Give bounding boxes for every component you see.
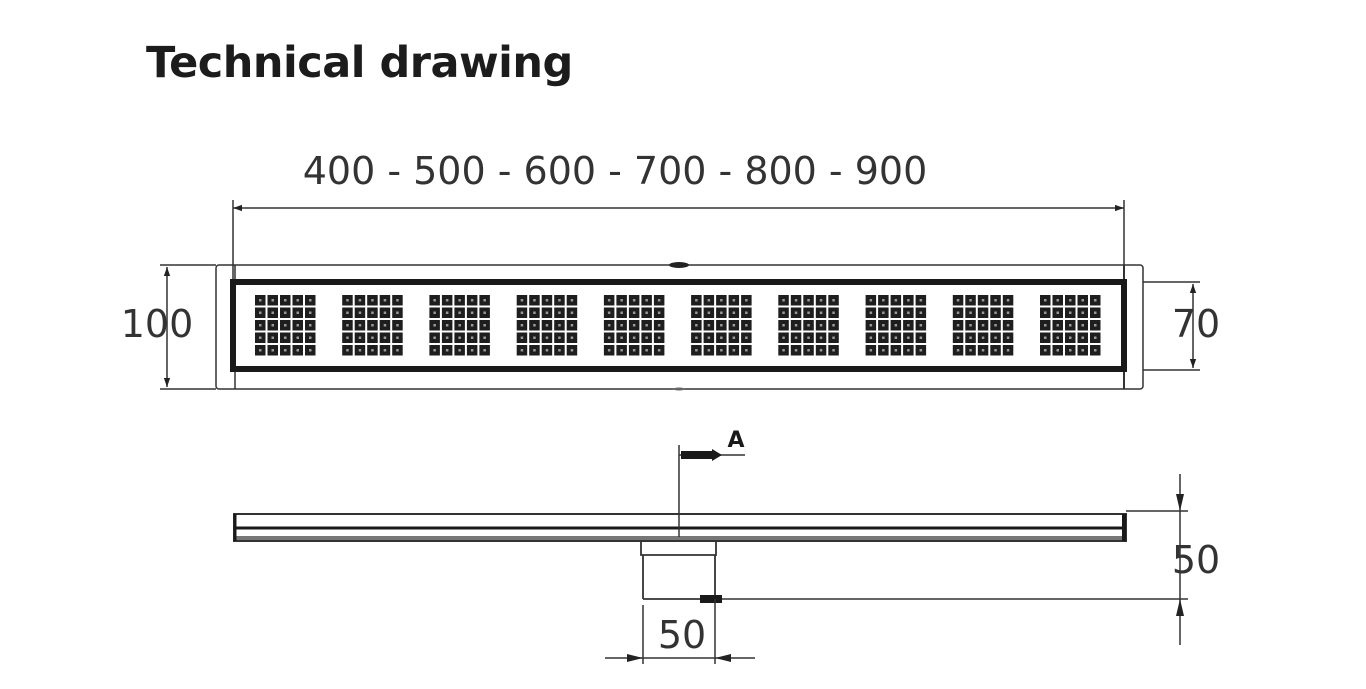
grate-panel bbox=[342, 295, 403, 356]
top-view: 400 - 500 - 600 - 700 - 800 - 900 100 bbox=[121, 149, 1220, 391]
outlet bbox=[640, 541, 717, 600]
side-view: A 50 50 bbox=[233, 428, 1220, 664]
grate-panel bbox=[429, 295, 490, 356]
outer-height-label: 100 bbox=[121, 302, 194, 346]
inner-height-dimension: 70 bbox=[1143, 281, 1220, 371]
outlet-width-label: 50 bbox=[658, 613, 706, 657]
grate-panel bbox=[603, 295, 665, 356]
section-marker: A bbox=[678, 428, 745, 537]
grate-panel bbox=[516, 295, 578, 356]
grate-panel bbox=[952, 295, 1014, 356]
grate-panels bbox=[255, 295, 1101, 356]
depth-label: 50 bbox=[1172, 538, 1220, 582]
length-dimension: 400 - 500 - 600 - 700 - 800 - 900 bbox=[232, 149, 1125, 280]
section-marker-label: A bbox=[727, 428, 744, 453]
outlet-width-dimension: 50 bbox=[605, 599, 755, 664]
page-title: Technical drawing bbox=[146, 38, 573, 88]
grate-panel bbox=[691, 295, 752, 356]
depth-dimension: 50 bbox=[700, 474, 1220, 645]
grate-panel bbox=[865, 295, 927, 356]
channel-frame bbox=[230, 279, 1127, 372]
inner-height-label: 70 bbox=[1172, 302, 1220, 346]
grate-panel bbox=[778, 295, 839, 356]
outer-height-dimension: 100 bbox=[121, 264, 216, 390]
length-options-label: 400 - 500 - 600 - 700 - 800 - 900 bbox=[303, 149, 928, 193]
grate-panel bbox=[255, 295, 316, 356]
grate-panel bbox=[1040, 295, 1101, 356]
